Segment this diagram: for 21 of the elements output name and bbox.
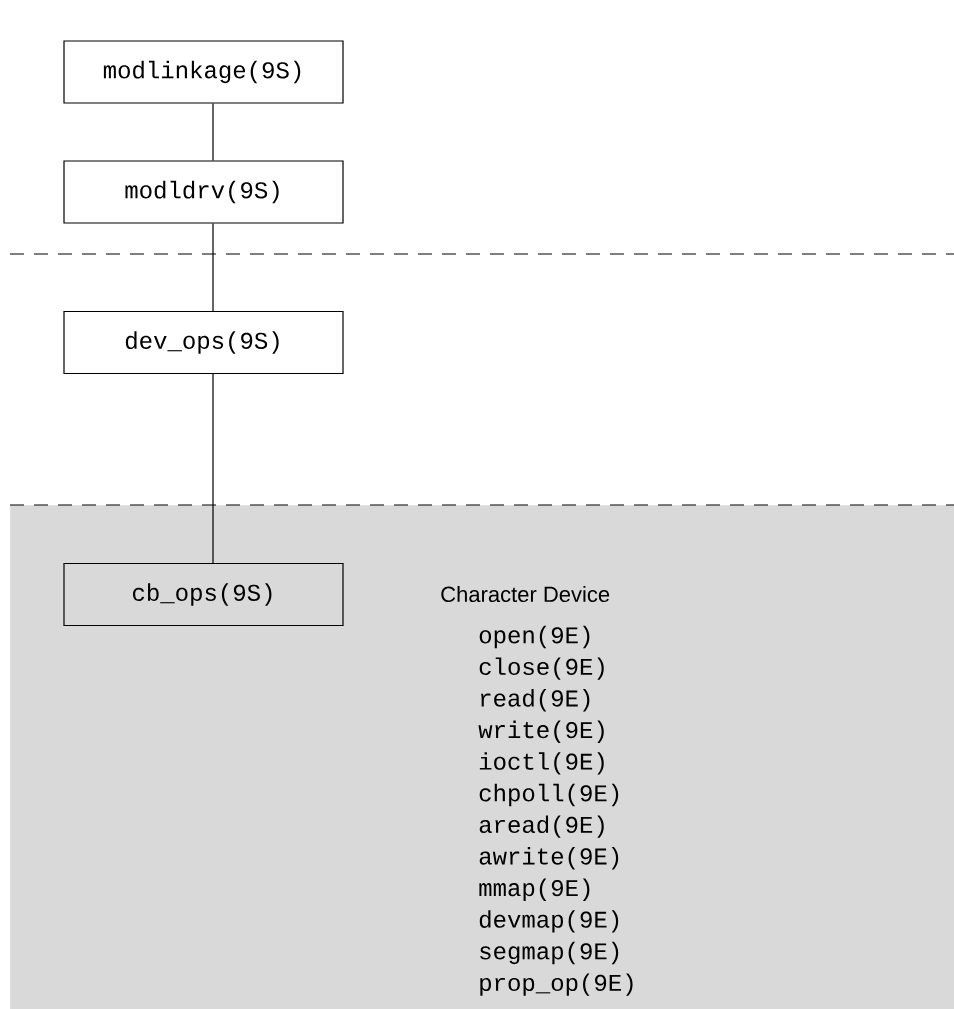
function-name: prop_op(9E) bbox=[480, 973, 633, 996]
connector-line bbox=[212, 373, 214, 564]
structure-box: cb_ops(9S) bbox=[63, 562, 344, 627]
function-name: mmap(9E) bbox=[479, 878, 590, 901]
function-name: open(9E) bbox=[479, 625, 590, 649]
function-name: chpoll(9E) bbox=[479, 783, 619, 807]
function-name: read(9E) bbox=[481, 689, 590, 712]
structure-box: modldrv(9S) bbox=[63, 160, 344, 224]
connector-line bbox=[212, 103, 214, 161]
function-name: aread(9E) bbox=[479, 815, 604, 838]
function-name: devmap(9E) bbox=[479, 910, 619, 933]
function-name: awrite(9E) bbox=[479, 847, 619, 870]
function-name: segmap(9E) bbox=[480, 941, 619, 965]
section-heading: Character Device bbox=[441, 585, 610, 603]
structure-box: modlinkage(9S) bbox=[63, 40, 344, 104]
structure-box: dev_ops(9S) bbox=[63, 310, 344, 375]
function-name: write(9E) bbox=[478, 720, 604, 743]
function-name: close(9E) bbox=[479, 657, 604, 680]
function-name: ioctl(9E) bbox=[479, 752, 604, 775]
connector-line bbox=[212, 223, 214, 312]
shaded-region bbox=[10, 505, 954, 1009]
